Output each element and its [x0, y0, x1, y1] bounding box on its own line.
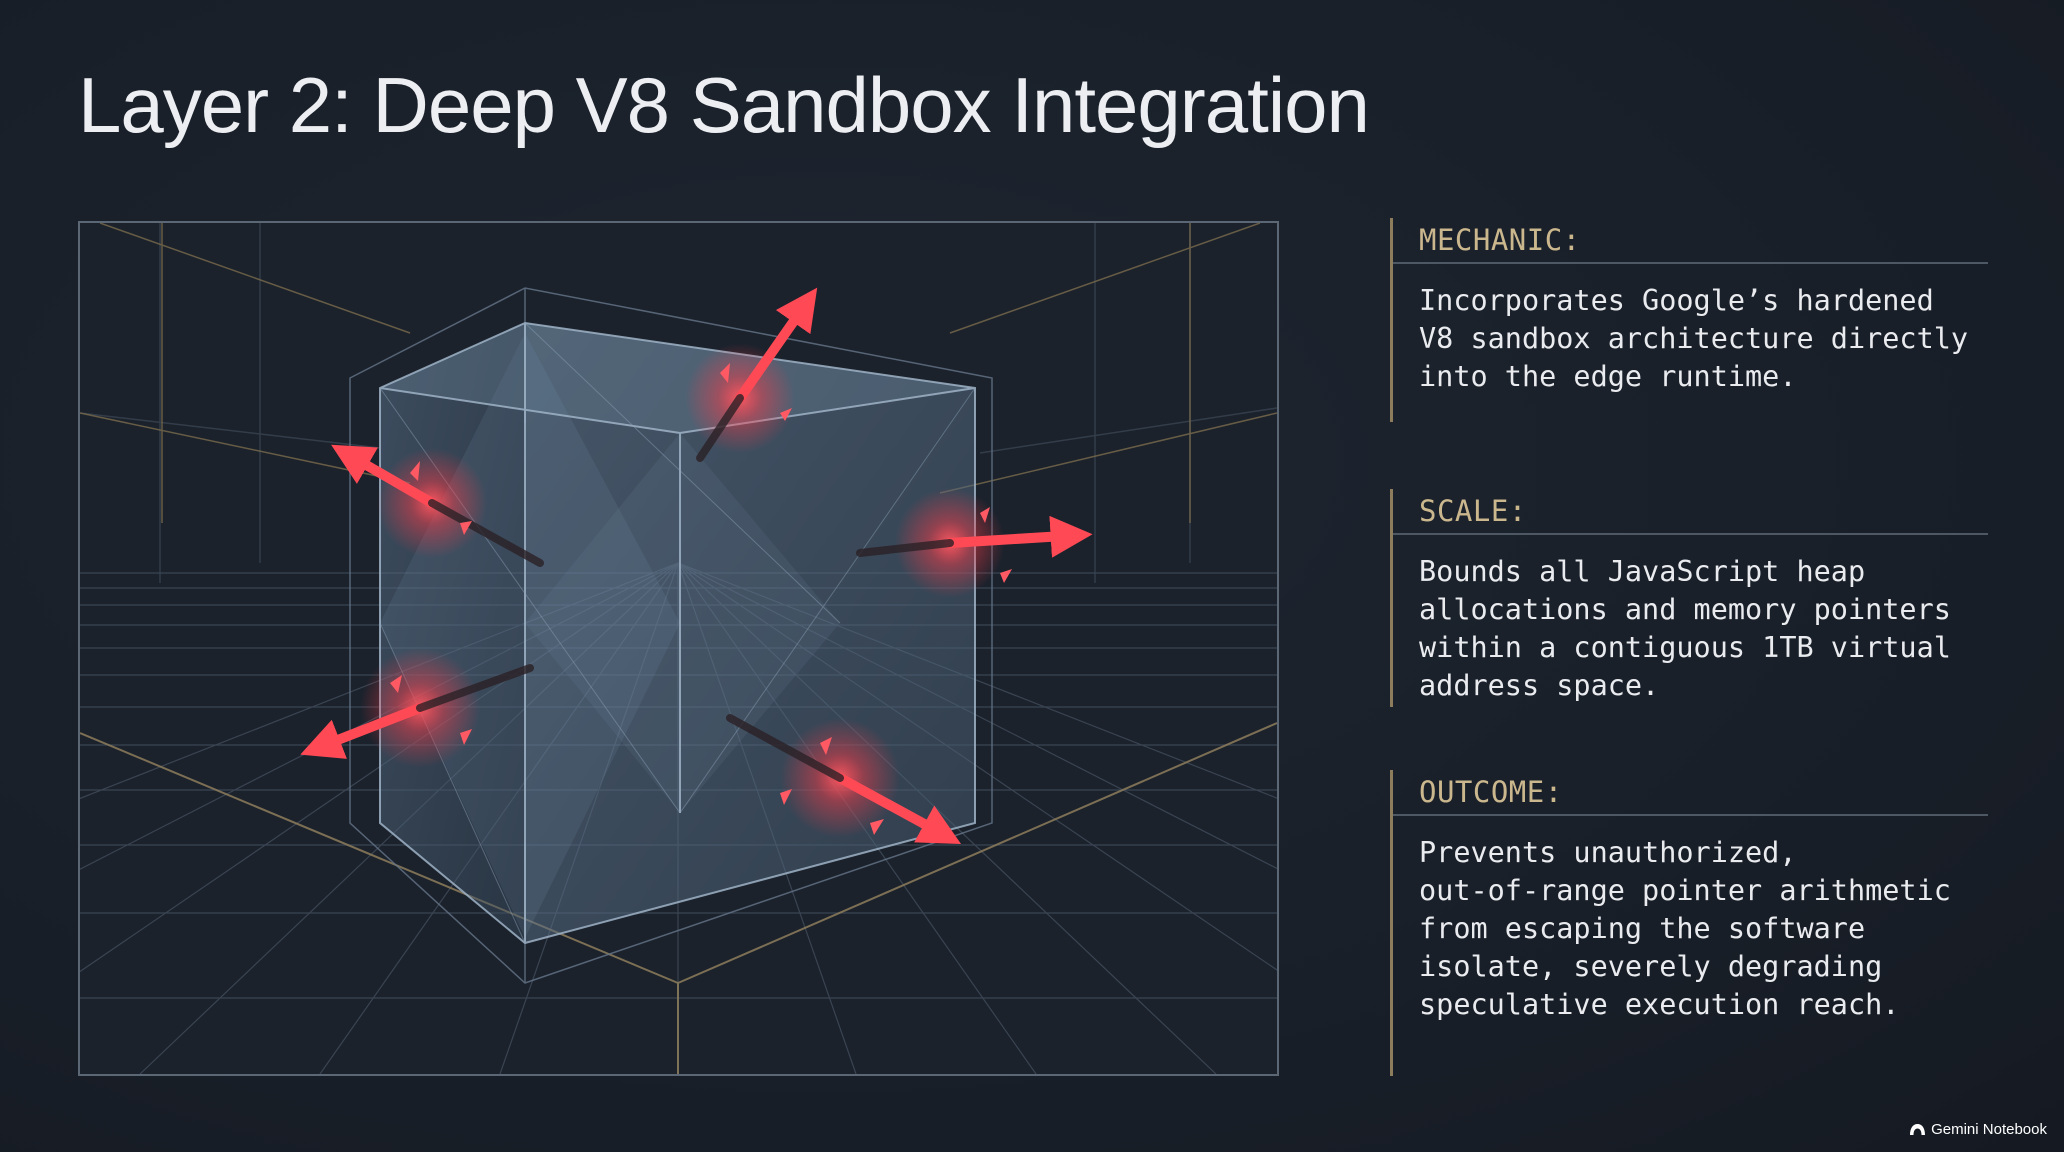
- panel-scale: SCALE: Bounds all JavaScript heap alloca…: [1390, 489, 1988, 707]
- panel-outcome: OUTCOME: Prevents unauthorized, out-of-r…: [1390, 770, 1988, 1076]
- gemini-logo-icon: [1909, 1123, 1926, 1136]
- sandbox-illustration: [78, 221, 1279, 1076]
- panel-outcome-body: Prevents unauthorized, out-of-range poin…: [1419, 836, 1951, 1021]
- branding: Gemini Notebook: [1909, 1121, 2047, 1138]
- branding-text: Gemini Notebook: [1931, 1121, 2047, 1138]
- slide-title: Layer 2: Deep V8 Sandbox Integration: [78, 61, 1370, 149]
- panel-mechanic-label: MECHANIC:: [1393, 218, 1988, 264]
- panel-mechanic: MECHANIC: Incorporates Google’s hardened…: [1390, 218, 1988, 422]
- panel-mechanic-body: Incorporates Google’s hardened V8 sandbo…: [1419, 284, 1969, 393]
- panel-scale-body: Bounds all JavaScript heap allocations a…: [1419, 555, 1951, 702]
- panel-scale-label: SCALE:: [1393, 489, 1988, 535]
- panel-outcome-label: OUTCOME:: [1393, 770, 1988, 816]
